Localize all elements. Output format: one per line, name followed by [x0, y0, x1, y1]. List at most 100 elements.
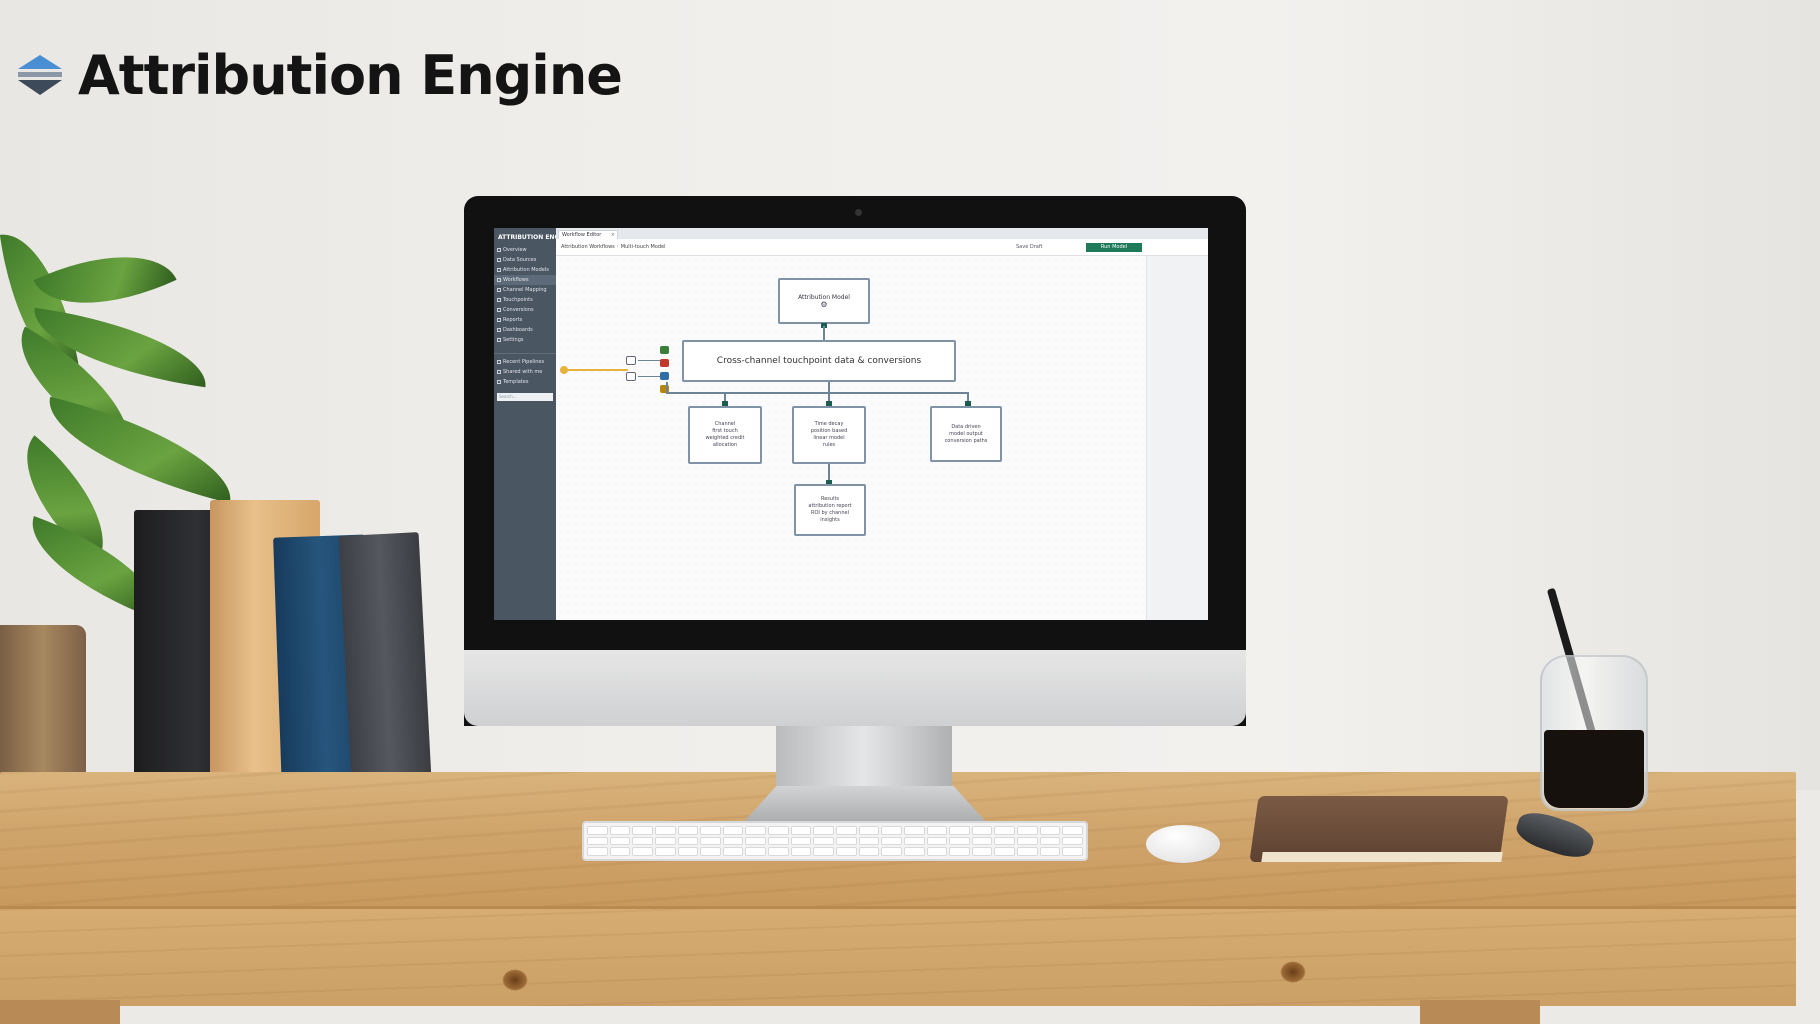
keyboard-key — [632, 826, 653, 835]
keyboard-key — [700, 826, 721, 835]
keyboard-key — [745, 847, 767, 856]
input-handle[interactable] — [560, 366, 568, 374]
child-node[interactable]: Time decay position based linear model r… — [792, 406, 866, 464]
sidebar-item-label: Conversions — [503, 307, 534, 313]
keyboard-key — [926, 826, 948, 835]
connector-port[interactable] — [722, 401, 728, 406]
sidebar-item-label: Overview — [503, 247, 527, 253]
webcam — [855, 209, 862, 216]
monitor-stand-base — [742, 786, 988, 824]
keyboard-key — [768, 847, 789, 856]
keyboard-key — [790, 847, 812, 856]
report-icon — [497, 318, 501, 322]
connector-line — [967, 392, 969, 406]
save-draft-button[interactable]: Save Draft — [1016, 244, 1043, 250]
keyboard — [582, 821, 1088, 861]
tab-label: Workflow Editor — [562, 232, 602, 238]
sidebar-item-label: Dashboards — [503, 327, 533, 333]
web-icon[interactable] — [660, 372, 669, 380]
keyboard-key — [700, 847, 721, 856]
social-icon[interactable] — [660, 346, 669, 354]
web-icon[interactable] — [626, 356, 636, 365]
keyboard-key — [654, 847, 676, 856]
keyboard-key — [609, 847, 631, 856]
tab-workflow-editor[interactable]: Workflow Editor × — [558, 230, 618, 239]
run-model-button[interactable]: Run Model — [1086, 243, 1142, 252]
connector-port[interactable] — [965, 401, 971, 406]
email-icon[interactable] — [626, 372, 636, 381]
funnel-icon — [497, 308, 501, 312]
keyboard-key — [768, 836, 789, 846]
sidebar-item-workflows[interactable]: Workflows — [494, 275, 556, 285]
keyboard-key — [700, 836, 721, 846]
sidebar-item-data-sources[interactable]: Data Sources — [494, 255, 556, 265]
sidebar-header: ATTRIBUTION ENGINE — [498, 234, 556, 241]
sidebar-item-dashboards[interactable]: Dashboards — [494, 325, 556, 335]
node-title: Cross-channel touchpoint data & conversi… — [716, 355, 922, 366]
keyboard-key — [1062, 826, 1083, 835]
model-node[interactable]: Attribution Model ⚙ — [778, 278, 870, 324]
sidebar-item-reports[interactable]: Reports — [494, 315, 556, 325]
keyboard-key — [1062, 847, 1083, 856]
brand-header: Attribution Engine — [14, 42, 623, 108]
email-icon[interactable] — [660, 385, 669, 393]
sidebar-item-label: Channel Mapping — [503, 287, 547, 293]
sidebar-item-touchpoints[interactable]: Touchpoints — [494, 295, 556, 305]
node-line: insights — [820, 517, 840, 523]
keyboard-key — [790, 826, 812, 835]
keyboard-key — [632, 836, 653, 846]
sidebar-section-item-shared-with-me[interactable]: Shared with me — [494, 367, 556, 377]
workflow-canvas[interactable]: Attribution Model ⚙ Cross-channel touchp… — [556, 256, 1146, 620]
keyboard-key — [881, 836, 902, 846]
connector-port[interactable] — [826, 401, 832, 406]
sidebar-section-item-templates[interactable]: Templates — [494, 377, 556, 387]
keyboard-key — [1039, 836, 1061, 846]
connector-port[interactable] — [826, 480, 832, 485]
notebook-pages — [1261, 852, 1503, 862]
node-line: Data driven — [951, 423, 981, 430]
keyboard-key — [813, 826, 834, 835]
connector-line — [823, 326, 825, 340]
child-node[interactable]: Channel first touch weighted credit allo… — [688, 406, 762, 464]
keyboard-key — [858, 847, 880, 856]
close-icon[interactable]: × — [610, 232, 615, 238]
breadcrumb-item[interactable]: Attribution Workflows — [561, 244, 615, 250]
child-node[interactable]: Data driven model output conversion path… — [930, 406, 1002, 462]
keyboard-key — [790, 836, 812, 846]
desk-front — [0, 906, 1796, 1006]
sidebar-item-conversions[interactable]: Conversions — [494, 305, 556, 315]
keyboard-key — [903, 826, 925, 835]
keyboard-key — [881, 847, 902, 856]
keyboard-key — [587, 836, 608, 846]
sidebar-item-attribution-models[interactable]: Attribution Models — [494, 265, 556, 275]
workflow-icon — [497, 278, 501, 282]
connector-line — [828, 382, 830, 406]
keyboard-key — [1017, 847, 1038, 856]
node-line: model output — [949, 430, 983, 437]
brand-title: Attribution Engine — [78, 43, 623, 107]
keyboard-key — [971, 847, 993, 856]
breadcrumb-item[interactable]: Multi-touch Model — [620, 244, 666, 250]
keyboard-key — [994, 836, 1016, 846]
gear-icon — [497, 338, 501, 342]
template-icon — [497, 380, 501, 384]
node-line: attribution report — [808, 503, 852, 509]
keyboard-key — [609, 826, 631, 835]
sidebar-item-settings[interactable]: Settings — [494, 335, 556, 345]
keyboard-key — [949, 826, 970, 835]
keyboard-key — [768, 826, 789, 835]
sidebar-item-overview[interactable]: Overview — [494, 245, 556, 255]
sidebar-item-label: Touchpoints — [503, 297, 533, 303]
breadcrumb: Attribution Workflows›Multi-touch Model — [561, 244, 666, 250]
keyboard-key — [836, 836, 857, 846]
results-node[interactable]: Results attribution report ROI by channe… — [794, 484, 866, 536]
ads-icon[interactable] — [660, 359, 669, 367]
keyboard-key — [903, 847, 925, 856]
connector-port[interactable] — [821, 323, 827, 328]
sidebar-search-input[interactable]: Search... — [497, 393, 553, 401]
main-data-node[interactable]: Cross-channel touchpoint data & conversi… — [682, 340, 956, 382]
sidebar-section-item-recent-pipelines[interactable]: Recent Pipelines — [494, 357, 556, 367]
sidebar-item-channel-mapping[interactable]: Channel Mapping — [494, 285, 556, 295]
keyboard-key — [949, 847, 970, 856]
